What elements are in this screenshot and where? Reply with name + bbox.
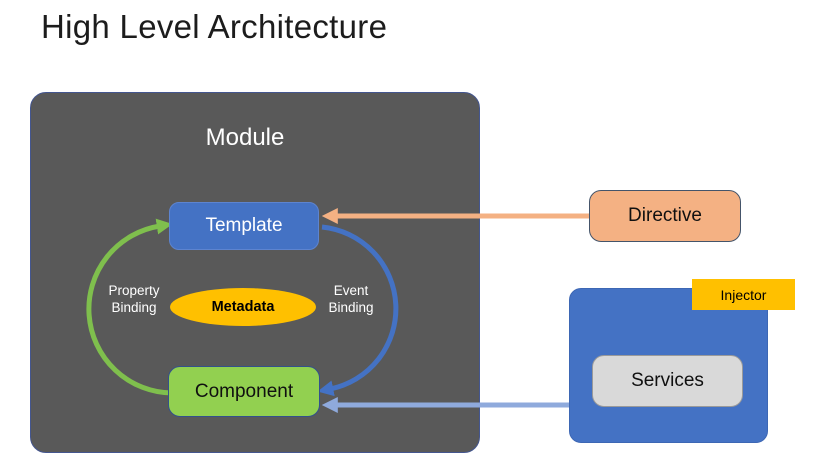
component-label: Component bbox=[194, 380, 294, 402]
injector-tag: Injector bbox=[692, 279, 795, 310]
directive-box: Directive bbox=[589, 190, 741, 242]
services-label: Services bbox=[631, 370, 704, 391]
injector-label: Injector bbox=[720, 286, 767, 303]
template-box: Template bbox=[169, 202, 319, 250]
directive-label: Directive bbox=[628, 205, 702, 226]
page-title: High Level Architecture bbox=[41, 8, 388, 45]
services-box: Services bbox=[592, 355, 743, 407]
property-binding-label: Property Binding bbox=[108, 283, 160, 315]
module-label: Module bbox=[205, 124, 285, 151]
metadata-ellipse: Metadata bbox=[170, 288, 316, 326]
event-binding-label: Event Binding bbox=[328, 283, 374, 315]
template-label: Template bbox=[205, 215, 283, 236]
component-box: Component bbox=[168, 366, 320, 417]
metadata-label: Metadata bbox=[211, 299, 275, 315]
